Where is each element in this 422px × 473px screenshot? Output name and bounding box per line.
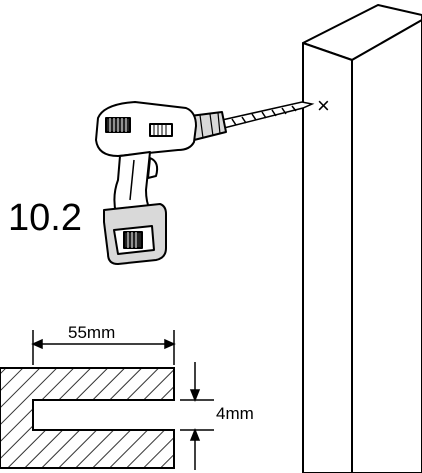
drill-bit-icon xyxy=(221,101,315,129)
wooden-post-icon xyxy=(302,4,422,473)
drill-point-mark: × xyxy=(317,93,330,118)
width-dimension xyxy=(31,330,176,365)
depth-dimension xyxy=(180,362,214,470)
depth-label: 4mm xyxy=(216,404,254,423)
hatched-cross-section-icon xyxy=(0,367,175,469)
power-drill-icon xyxy=(95,101,227,265)
width-label: 55mm xyxy=(68,323,115,342)
step-number: 10.2 xyxy=(8,197,82,239)
